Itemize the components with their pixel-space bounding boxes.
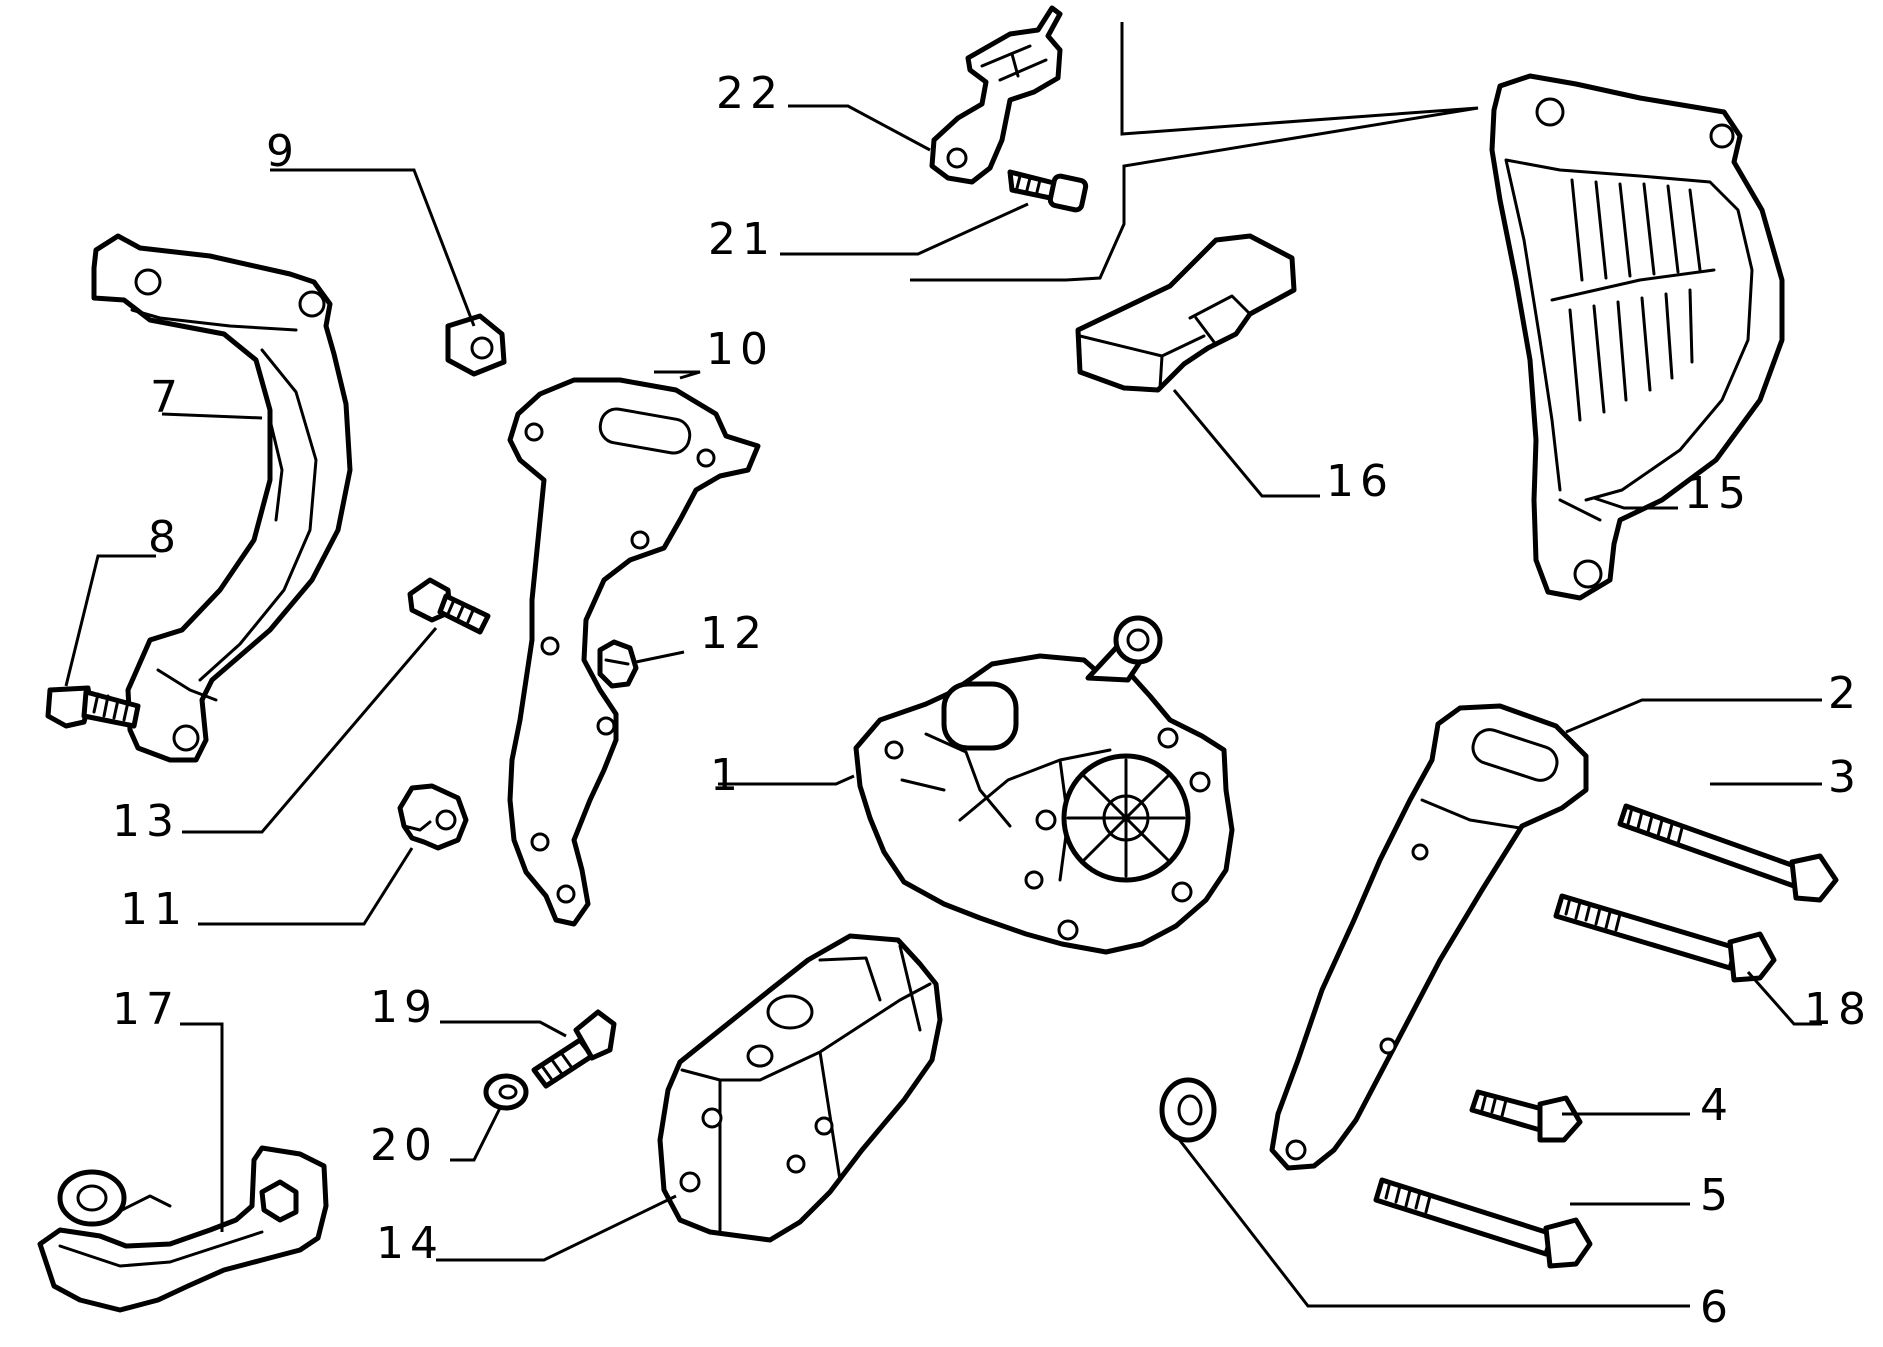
callout-16: 16 xyxy=(1326,456,1394,507)
part-6-washer xyxy=(1159,1077,1217,1143)
part-9-nut xyxy=(445,313,507,377)
callout-17: 17 xyxy=(112,984,180,1035)
callout-14: 14 xyxy=(376,1218,444,1269)
callout-13: 13 xyxy=(112,796,180,847)
callout-19: 19 xyxy=(370,982,438,1033)
callout-21: 21 xyxy=(708,214,776,265)
part-20-washer xyxy=(483,1073,529,1111)
callout-12: 12 xyxy=(700,608,768,659)
part-16-rubber-block xyxy=(1075,233,1297,393)
callout-7: 7 xyxy=(150,372,184,423)
leader-lines xyxy=(64,22,1822,1308)
callout-1: 1 xyxy=(710,750,744,801)
part-8-bolt xyxy=(45,685,141,729)
part-21-bolt xyxy=(1007,169,1089,213)
callout-9: 9 xyxy=(266,126,300,177)
part-7-curved-cover xyxy=(91,233,353,763)
part-11-washer xyxy=(397,783,469,851)
part-15-large-cover xyxy=(1489,73,1785,601)
callout-11: 11 xyxy=(120,884,188,935)
part-22-bracket-clip xyxy=(929,5,1063,185)
callout-4: 4 xyxy=(1700,1080,1734,1131)
callout-2: 2 xyxy=(1828,668,1862,719)
part-14-support-bracket xyxy=(657,933,943,1243)
part-18-long-bolt xyxy=(1553,893,1777,983)
part-19-bolt xyxy=(531,1009,617,1089)
callout-3: 3 xyxy=(1828,752,1862,803)
part-3-long-bolt xyxy=(1617,803,1839,903)
part-5-long-bolt xyxy=(1373,1177,1593,1269)
callout-10: 10 xyxy=(706,324,774,375)
part-2-long-bracket xyxy=(1269,703,1589,1171)
part-4-short-bolt xyxy=(1469,1089,1583,1143)
callout-8: 8 xyxy=(148,512,182,563)
part-13-bolt xyxy=(407,577,491,635)
part-10-bracket-plate xyxy=(507,377,761,927)
part-1-pump xyxy=(853,615,1235,955)
callout-6: 6 xyxy=(1700,1282,1734,1333)
callout-20: 20 xyxy=(370,1120,438,1171)
callout-18: 18 xyxy=(1804,984,1872,1035)
part-12-nut xyxy=(597,639,639,689)
part-17-clamp-bracket xyxy=(37,1145,329,1313)
callout-15: 15 xyxy=(1684,468,1752,519)
callout-labels: 1 2 3 4 5 6 7 8 9 10 11 12 13 14 15 16 1… xyxy=(112,68,1872,1333)
callout-5: 5 xyxy=(1700,1170,1734,1221)
callout-22: 22 xyxy=(716,68,784,119)
